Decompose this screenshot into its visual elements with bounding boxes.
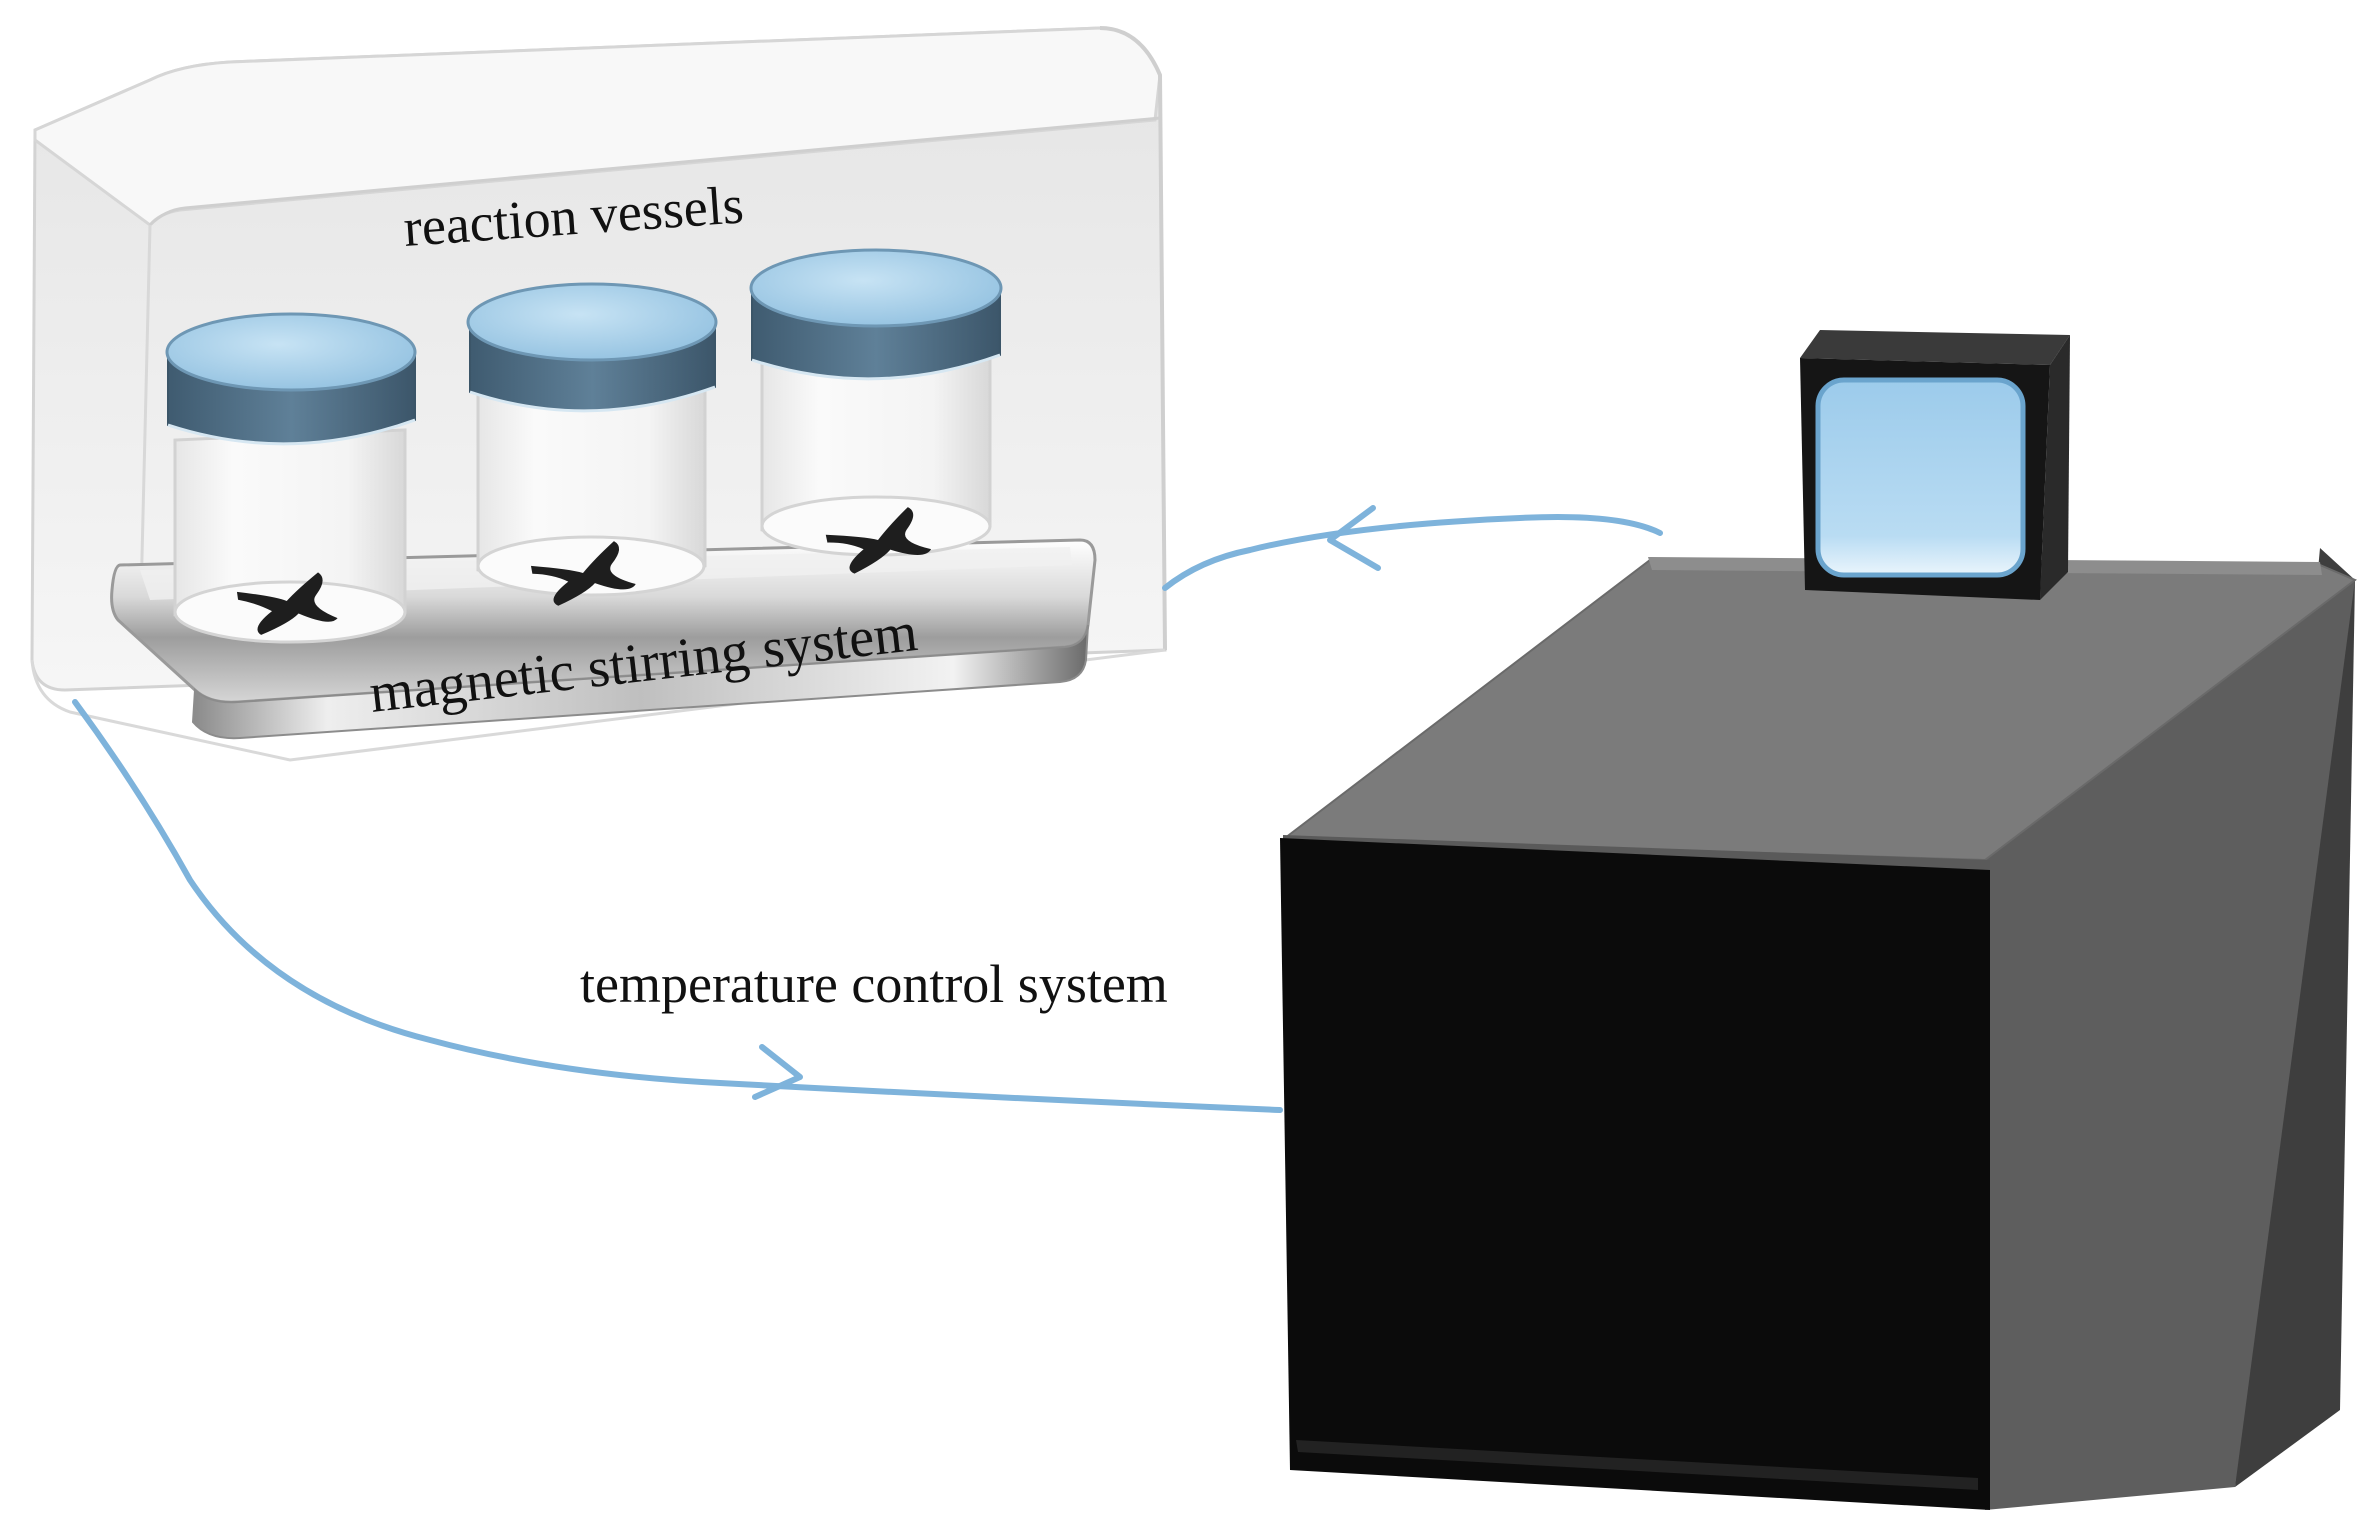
stir-bar-icon (825, 507, 932, 574)
chevron-arrow-icon (752, 1044, 803, 1100)
chevron-arrow-icon (1327, 505, 1381, 571)
circulation-tubes (72, 505, 1663, 1113)
reaction-vessel-2 (466, 282, 718, 597)
temperature-control-unit (1280, 330, 2357, 1510)
reaction-vessel-3 (749, 248, 1003, 557)
temperature-display (1800, 330, 2070, 600)
label-temperature-control-system: temperature control system (580, 954, 1168, 1014)
stir-bar-icon (236, 572, 338, 635)
reaction-vessel-1 (165, 312, 417, 644)
tube-return (72, 699, 1283, 1113)
display-screen (1815, 377, 2026, 578)
stir-bar-icon (530, 541, 636, 606)
tube-outlet (1162, 514, 1663, 591)
